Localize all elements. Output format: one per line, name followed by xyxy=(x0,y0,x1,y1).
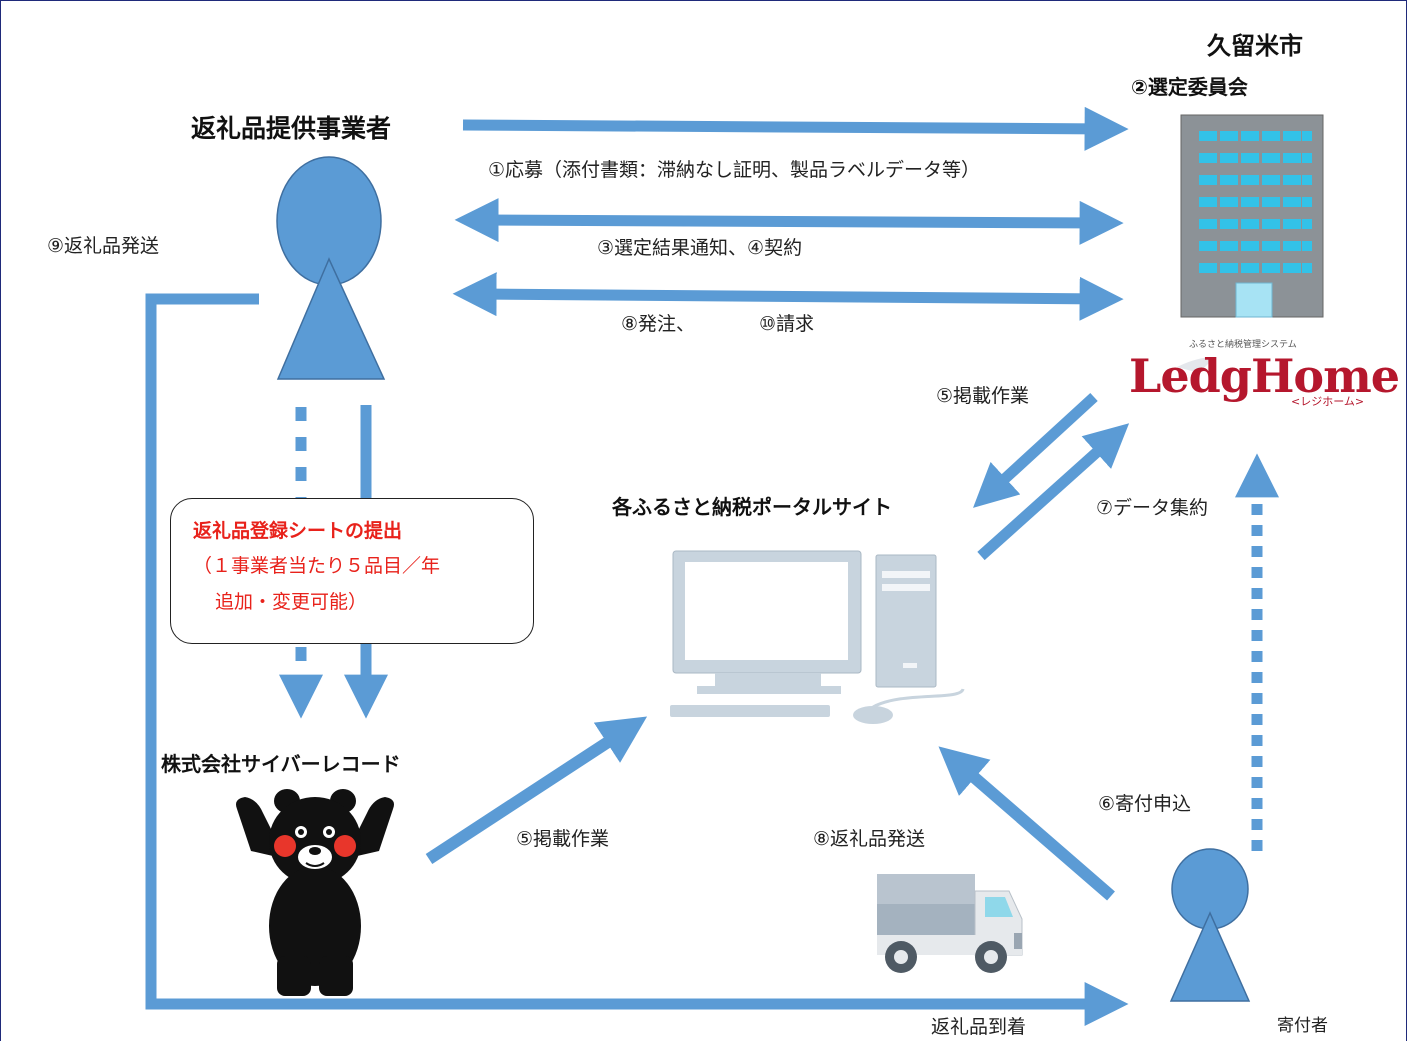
portal-computer-icon xyxy=(670,550,965,724)
portal-title: 各ふるさと納税ポータルサイト xyxy=(612,495,892,519)
ship-truck-label: ⑧返礼品発送 xyxy=(813,828,926,850)
donor-label: 寄付者 xyxy=(1277,1016,1328,1036)
provider-title: 返礼品提供事業者 xyxy=(191,114,392,143)
ledghome-logo-mark xyxy=(1177,357,1215,373)
mascot-icon xyxy=(236,789,394,996)
city-name: 久留米市 xyxy=(1207,32,1303,60)
arrival-label: 返礼品到着 xyxy=(931,1016,1027,1038)
logo-reading: <レジホーム> xyxy=(1291,395,1365,408)
city-building-icon xyxy=(1180,114,1324,318)
note-title: 返礼品登録シートの提出 xyxy=(193,520,403,542)
arrow-data-to-city xyxy=(977,423,1130,561)
invoice-label: ⑩請求 xyxy=(759,313,815,335)
arrow-apply xyxy=(462,106,1129,151)
note-line2: 追加・変更可能） xyxy=(215,591,368,613)
arrow-donation-apply xyxy=(938,746,1115,901)
apply-label: ①応募（添付書類：滞納なし証明、製品ラベルデータ等） xyxy=(488,159,981,181)
registration-sheet-note xyxy=(170,498,534,644)
order-label: ⑧発注、 xyxy=(621,313,696,335)
logo-tagline: ふるさと納税管理システム xyxy=(1189,340,1297,350)
logo-name: LedgHome xyxy=(1129,349,1400,403)
donation-apply-label: ⑥寄付申込 xyxy=(1098,793,1192,815)
ship-from-provider-label: ⑨返礼品発送 xyxy=(47,235,160,257)
note-line1: （１事業者当たり５品目／年 xyxy=(193,555,441,577)
posting-city-label: ⑤掲載作業 xyxy=(936,385,1030,407)
result-contract-label: ③選定結果通知、④契約 xyxy=(597,237,803,259)
provider-person-icon xyxy=(276,156,386,380)
arrow-ship-to-donor xyxy=(145,293,1129,1026)
arrow-posting-cyber xyxy=(425,716,648,865)
arrow-order-invoice xyxy=(452,272,1124,321)
cyber-record-title: 株式会社サイバーレコード xyxy=(161,752,401,776)
arrow-posting-city xyxy=(973,392,1098,508)
selection-committee-label: ②選定委員会 xyxy=(1131,75,1248,99)
posting-cyber-label: ⑤掲載作業 xyxy=(516,828,610,850)
data-aggregate-label: ⑦データ集約 xyxy=(1096,497,1209,519)
arrow-result-contract xyxy=(454,198,1124,245)
delivery-truck-icon xyxy=(877,874,1023,973)
donor-person-icon xyxy=(1169,848,1251,1002)
